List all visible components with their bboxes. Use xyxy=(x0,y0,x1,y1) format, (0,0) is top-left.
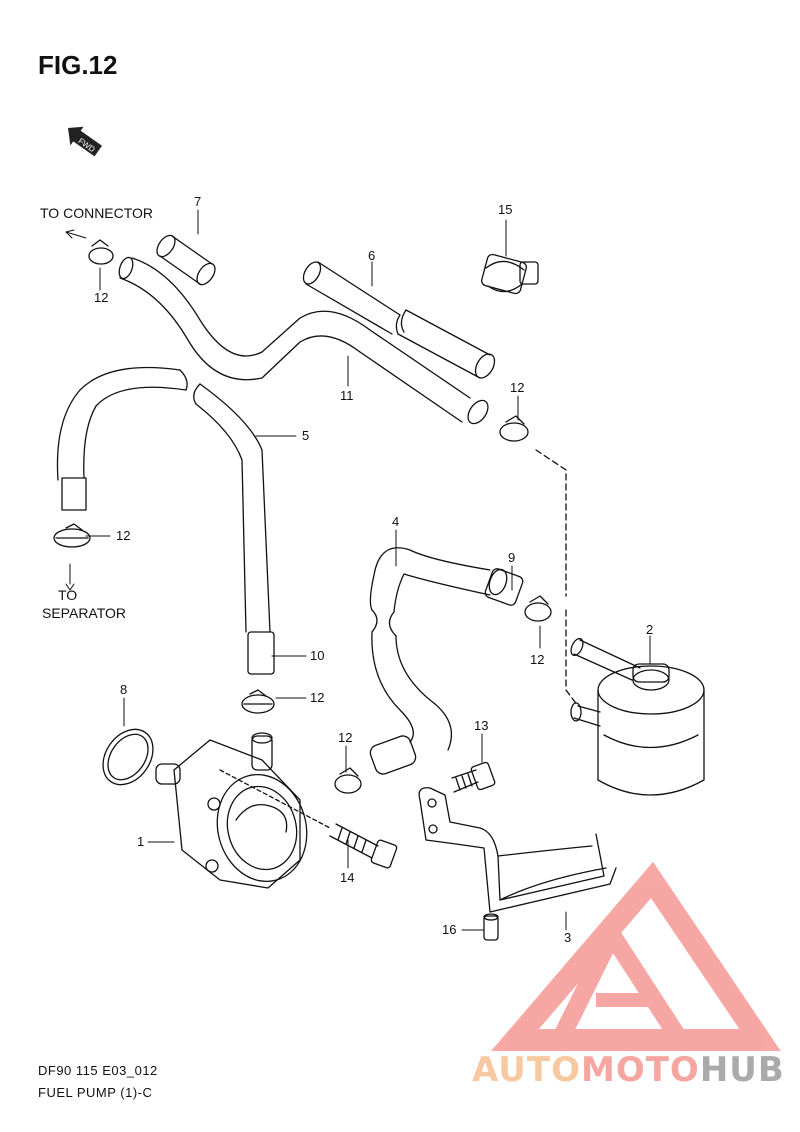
callout-2: 2 xyxy=(646,622,653,637)
spacer-16 xyxy=(483,913,499,941)
figure-title: FIG.12 xyxy=(38,50,118,80)
hose-5 xyxy=(56,366,275,675)
bracket-3 xyxy=(418,787,617,913)
watermark-part-moto: MOTO xyxy=(580,1050,700,1090)
callout-numbers: 1 2 3 4 5 6 7 8 9 10 11 12 12 12 12 12 1… xyxy=(94,194,653,945)
diagram-code: DF90 115 E03_012 xyxy=(38,1063,158,1078)
callout-6: 6 xyxy=(368,248,375,263)
bolt-13 xyxy=(451,761,496,793)
hose-11 xyxy=(118,256,489,425)
callout-9: 9 xyxy=(508,550,515,565)
callout-15: 15 xyxy=(498,202,512,217)
callout-13: 13 xyxy=(474,718,488,733)
callout-3: 3 xyxy=(564,930,571,945)
to-connector-label: TO CONNECTOR xyxy=(40,205,153,221)
connection-line xyxy=(535,449,579,707)
clamp-15 xyxy=(481,253,539,295)
separator-label: SEPARATOR xyxy=(42,605,126,621)
watermark-part-hub: HUB xyxy=(699,1050,785,1090)
callout-5: 5 xyxy=(302,428,309,443)
watermark-text: AUTOMOTOHUB xyxy=(472,1050,785,1090)
clamp-12-right xyxy=(499,415,529,442)
fuel-filter-2 xyxy=(570,637,705,796)
hose-7 xyxy=(156,234,216,286)
hose-6 xyxy=(302,261,496,379)
diagram-name: FUEL PUMP (1)-C xyxy=(38,1085,153,1100)
callout-4: 4 xyxy=(392,514,399,529)
callout-1: 1 xyxy=(137,834,144,849)
callout-7: 7 xyxy=(194,194,201,209)
hose-4 xyxy=(369,547,524,775)
fuel-pump-1 xyxy=(155,732,331,889)
o-ring-8 xyxy=(102,728,154,786)
clamp-12-mid xyxy=(524,595,552,622)
fwd-arrow-icon: FWD xyxy=(68,126,102,157)
callout-12-bottom: 12 xyxy=(310,690,324,705)
clamp-12-left xyxy=(53,523,91,548)
callout-12-right: 12 xyxy=(510,380,524,395)
watermark-logo xyxy=(491,861,781,1051)
watermark-part-auto: AUTO xyxy=(472,1050,581,1090)
callout-11: 11 xyxy=(340,388,354,403)
callout-12-mid: 12 xyxy=(530,652,544,667)
callout-10: 10 xyxy=(310,648,324,663)
clamp-12-bottom xyxy=(241,689,275,714)
callout-16: 16 xyxy=(442,922,456,937)
clamp-12-top-left xyxy=(88,239,114,265)
callout-12-top-left: 12 xyxy=(94,290,108,305)
callout-14: 14 xyxy=(340,870,354,885)
clamp-12-lower xyxy=(334,767,362,794)
callout-8: 8 xyxy=(120,682,127,697)
callout-12-lower: 12 xyxy=(338,730,352,745)
bolt-14 xyxy=(329,823,398,869)
callout-12-left: 12 xyxy=(116,528,130,543)
leader-lines xyxy=(65,209,651,931)
to-label: TO xyxy=(58,587,77,603)
